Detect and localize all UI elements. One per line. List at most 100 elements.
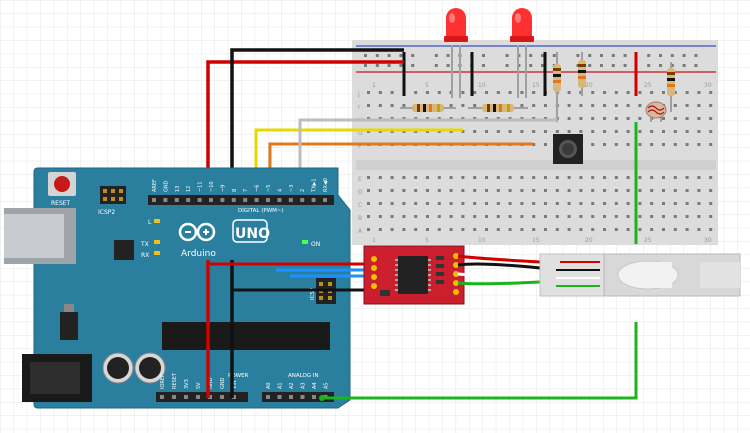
header-pin[interactable] (231, 198, 236, 202)
strip-hole (485, 215, 488, 218)
photoresistor-icon[interactable] (645, 101, 667, 122)
strip-hole (426, 176, 429, 179)
strip-hole (567, 104, 571, 107)
strip-hole (544, 228, 547, 231)
strip-hole (697, 228, 701, 231)
header-pin[interactable] (312, 395, 316, 399)
header-pin[interactable] (288, 198, 293, 202)
column-number: 25 (644, 237, 652, 244)
header-pin[interactable] (311, 198, 316, 202)
strip-hole (697, 189, 701, 192)
strip-hole (508, 215, 512, 218)
header-pin[interactable] (277, 395, 282, 399)
header-pin[interactable] (289, 395, 293, 399)
strip-hole (685, 130, 689, 133)
strip-hole (449, 202, 453, 205)
strip-hole (520, 91, 524, 94)
header-pin[interactable] (196, 395, 200, 399)
header-pin[interactable] (243, 198, 248, 202)
column-numbers-top: 1 5 10 15 20 25 30 (372, 82, 712, 89)
strip-hole (614, 228, 618, 231)
strip-hole (520, 130, 524, 133)
strip-hole (603, 189, 606, 192)
header-pin[interactable] (266, 198, 270, 202)
header-pin[interactable] (174, 198, 179, 202)
header-pin[interactable] (209, 198, 213, 202)
rail-hole (659, 64, 662, 67)
strip-hole (555, 130, 559, 133)
header-pin[interactable] (172, 395, 176, 399)
resistor-icon[interactable] (553, 52, 561, 122)
arduino-logo-icon (178, 222, 216, 242)
wire-red-loadcell[interactable] (457, 254, 541, 264)
pin-label: GND (208, 377, 214, 389)
strip-hole (520, 228, 524, 231)
header-pin[interactable] (266, 395, 270, 399)
header-pin[interactable] (277, 198, 282, 202)
strip-hole (650, 143, 654, 146)
header-pin[interactable] (254, 198, 259, 202)
wire-white-loadcell[interactable] (457, 272, 541, 278)
strip-hole (496, 91, 500, 94)
header-pin[interactable] (163, 198, 168, 202)
pin-label: A5 (324, 382, 330, 389)
rail-hole (375, 54, 379, 57)
push-button-icon[interactable] (553, 134, 583, 164)
header-pin[interactable] (323, 198, 327, 202)
header-pin[interactable] (197, 198, 202, 202)
strip-hole (685, 189, 689, 192)
strip-hole (603, 91, 606, 94)
header-pin[interactable] (184, 395, 188, 399)
strip-hole (485, 189, 488, 192)
resistor-icon[interactable] (400, 104, 456, 112)
strip-hole (367, 91, 370, 94)
rx-label: RX (141, 252, 149, 259)
strip-hole (426, 91, 429, 94)
strip-hole (650, 130, 654, 133)
power-header (156, 392, 248, 402)
header-pin[interactable] (160, 395, 164, 399)
icsp-label: ICSP (310, 287, 316, 300)
led-icon[interactable] (510, 8, 534, 98)
header-pin[interactable] (300, 198, 305, 202)
header-pin[interactable] (300, 395, 305, 399)
strip-hole (650, 176, 654, 179)
strip-hole (650, 189, 654, 192)
strip-hole (414, 215, 418, 218)
wire-black-loadcell[interactable] (457, 262, 541, 270)
analog-header (262, 392, 334, 402)
header-pin[interactable] (232, 395, 236, 399)
strip-hole (638, 176, 642, 179)
resistor-icon[interactable] (468, 104, 528, 112)
rail-hole (411, 64, 415, 67)
header-pin[interactable] (220, 198, 225, 202)
strip-hole (544, 130, 547, 133)
rail-hole (694, 54, 698, 57)
resistor-icon[interactable] (667, 62, 675, 112)
strip-hole (603, 117, 606, 120)
led-icon[interactable] (444, 8, 468, 98)
rail-hole (611, 64, 615, 67)
hx711-module-icon[interactable] (363, 245, 465, 305)
strip-hole (390, 215, 394, 218)
header-pin[interactable] (208, 395, 212, 399)
pin-label: A2 (289, 382, 295, 389)
strip-hole (650, 215, 654, 218)
header-pin[interactable] (152, 198, 156, 202)
reset-button-cap[interactable] (54, 176, 70, 192)
wire-gray[interactable] (298, 118, 557, 188)
strip-hole (673, 228, 677, 231)
strip-hole (650, 91, 654, 94)
strip-hole (473, 202, 477, 205)
load-cell-icon[interactable] (539, 253, 741, 297)
header-pin[interactable] (220, 395, 224, 399)
strip-hole (532, 189, 536, 192)
strip-hole (378, 189, 382, 192)
strip-hole (614, 104, 618, 107)
resistor-icon[interactable] (578, 52, 586, 96)
pin-label: ~3 (289, 185, 295, 192)
header-pin[interactable] (186, 198, 191, 202)
strip-hole (685, 176, 689, 179)
wire-green-loadcell[interactable] (457, 280, 541, 286)
